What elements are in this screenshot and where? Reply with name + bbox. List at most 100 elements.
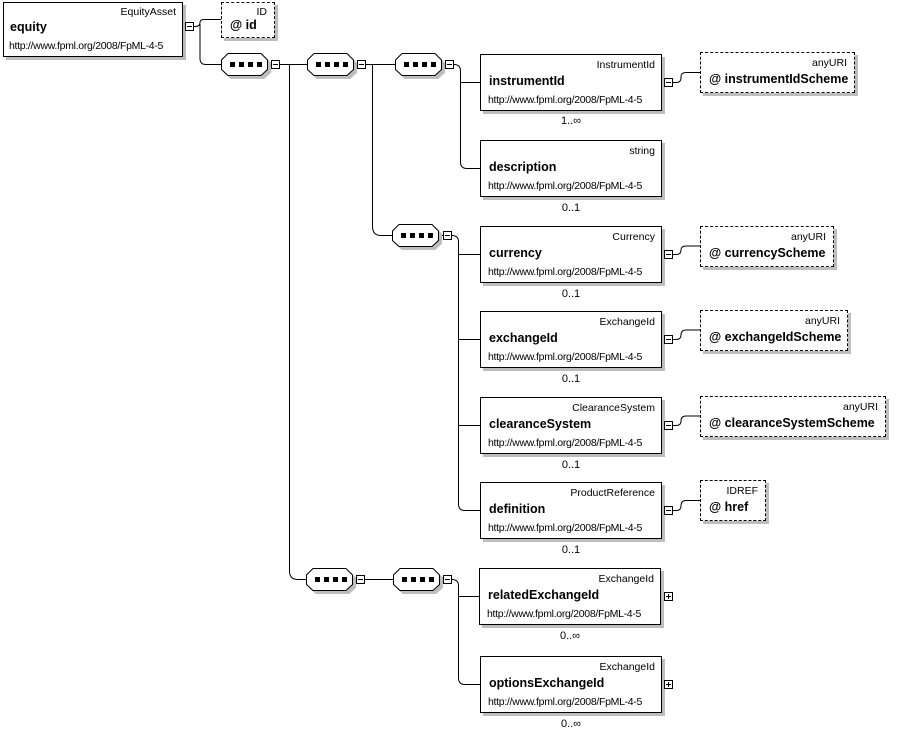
attribute-name: @ exchangeIdScheme <box>709 330 842 344</box>
cardinality-label: 1..∞ <box>560 115 582 127</box>
element-name: equity <box>10 20 47 34</box>
minus-icon <box>359 64 364 65</box>
minus-icon <box>666 425 671 426</box>
minus-icon <box>445 579 450 580</box>
element-namespace: http://www.fpml.org/2008/FpML-4-5 <box>488 180 643 192</box>
cardinality-label: 0..∞ <box>559 630 581 642</box>
sequence-icon <box>306 568 356 594</box>
cardinality-label: 0..1 <box>561 459 581 471</box>
minus-icon <box>445 235 450 236</box>
element-type-label: EquityAsset <box>120 6 176 18</box>
minus-icon <box>358 579 363 580</box>
element-type-label: ExchangeId <box>599 316 655 328</box>
sequence-compositor[interactable] <box>221 53 272 80</box>
collapse-toggle[interactable] <box>443 575 452 584</box>
element-name: exchangeId <box>489 331 558 345</box>
element-definition[interactable]: ProductReference definition http://www.f… <box>480 482 662 539</box>
element-type-label: string <box>629 145 655 157</box>
attribute-type-label: ID <box>256 6 268 18</box>
minus-icon <box>273 64 278 65</box>
collapse-toggle[interactable] <box>271 60 280 69</box>
element-description[interactable]: string description http://www.fpml.org/2… <box>480 140 662 197</box>
cardinality-label: 0..∞ <box>560 718 582 730</box>
collapse-toggle[interactable] <box>356 575 365 584</box>
attribute-type-label: IDREF <box>726 485 759 497</box>
element-name: optionsExchangeId <box>489 676 605 690</box>
attribute-name: @ instrumentIdScheme <box>709 72 849 86</box>
expand-toggle[interactable] <box>664 680 673 689</box>
element-name: description <box>489 160 557 174</box>
sequence-compositor[interactable] <box>392 224 443 251</box>
collapse-toggle[interactable] <box>443 231 452 240</box>
sequence-compositor[interactable] <box>393 568 444 595</box>
minus-icon <box>666 254 671 255</box>
attribute-instrumentIdScheme[interactable]: anyURI @ instrumentIdScheme <box>700 52 855 93</box>
cardinality-label: 0..1 <box>561 373 581 385</box>
element-type-label: ProductReference <box>570 487 655 499</box>
collapse-toggle[interactable] <box>664 250 673 259</box>
cardinality-label: 0..1 <box>561 202 581 214</box>
attribute-name: @ currencyScheme <box>709 246 826 260</box>
attribute-currencyScheme[interactable]: anyURI @ currencyScheme <box>700 226 834 267</box>
sequence-compositor[interactable] <box>306 568 357 595</box>
element-name: definition <box>489 502 546 516</box>
element-namespace: http://www.fpml.org/2008/FpML-4-5 <box>488 351 643 363</box>
attribute-name: @ clearanceSystemScheme <box>709 416 875 430</box>
attribute-name: @ href <box>709 500 749 514</box>
attribute-type-label: anyURI <box>811 57 847 69</box>
minus-icon <box>666 339 671 340</box>
element-namespace: http://www.fpml.org/2008/FpML-4-5 <box>488 437 643 449</box>
sequence-icon <box>221 53 271 79</box>
element-name: instrumentId <box>489 74 565 88</box>
attribute-exchangeIdScheme[interactable]: anyURI @ exchangeIdScheme <box>700 310 848 351</box>
collapse-toggle[interactable] <box>664 335 673 344</box>
attribute-id[interactable]: ID @ id <box>221 2 275 38</box>
collapse-toggle[interactable] <box>445 60 454 69</box>
element-name: currency <box>489 246 542 260</box>
element-name: clearanceSystem <box>489 417 592 431</box>
collapse-toggle[interactable] <box>664 506 673 515</box>
element-type-label: ClearanceSystem <box>572 402 655 414</box>
element-namespace: http://www.fpml.org/2008/FpML-4-5 <box>488 266 643 278</box>
element-type-label: ExchangeId <box>599 661 655 673</box>
sequence-icon <box>395 53 445 79</box>
element-namespace: http://www.fpml.org/2008/FpML-4-5 <box>488 522 643 534</box>
element-instrumentId[interactable]: InstrumentId instrumentId http://www.fpm… <box>480 54 662 111</box>
sequence-icon <box>307 53 357 79</box>
collapse-toggle-equity[interactable] <box>185 22 194 31</box>
minus-icon <box>666 82 671 83</box>
attribute-type-label: anyURI <box>842 401 878 413</box>
element-clearanceSystem[interactable]: ClearanceSystem clearanceSystem http://w… <box>480 397 662 454</box>
element-equity[interactable]: EquityAsset equity http://www.fpml.org/2… <box>3 2 183 57</box>
sequence-icon <box>392 224 442 250</box>
element-type-label: InstrumentId <box>596 59 655 71</box>
element-namespace: http://www.fpml.org/2008/FpML-4-5 <box>488 94 643 106</box>
cardinality-label: 0..1 <box>561 288 581 300</box>
sequence-compositor[interactable] <box>395 53 446 80</box>
attribute-clearanceSystemScheme[interactable]: anyURI @ clearanceSystemScheme <box>700 396 886 437</box>
element-namespace: http://www.fpml.org/2008/FpML-4-5 <box>488 696 643 708</box>
cardinality-label: 0..1 <box>561 544 581 556</box>
attribute-name: @ id <box>230 18 257 32</box>
element-optionsExchangeId[interactable]: ExchangeId optionsExchangeId http://www.… <box>480 656 662 713</box>
collapse-toggle[interactable] <box>664 78 673 87</box>
element-relatedExchangeId[interactable]: ExchangeId relatedExchangeId http://www.… <box>479 568 661 625</box>
collapse-toggle[interactable] <box>357 60 366 69</box>
element-name: relatedExchangeId <box>488 588 600 602</box>
element-type-label: ExchangeId <box>598 573 654 585</box>
element-namespace: http://www.fpml.org/2008/FpML-4-5 <box>487 608 642 620</box>
element-currency[interactable]: Currency currency http://www.fpml.org/20… <box>480 226 662 283</box>
sequence-compositor[interactable] <box>307 53 358 80</box>
element-exchangeId[interactable]: ExchangeId exchangeId http://www.fpml.or… <box>480 311 662 368</box>
minus-icon <box>447 64 452 65</box>
sequence-icon <box>393 568 443 594</box>
attribute-type-label: anyURI <box>804 315 840 327</box>
collapse-toggle[interactable] <box>664 421 673 430</box>
element-namespace: http://www.fpml.org/2008/FpML-4-5 <box>9 40 164 52</box>
minus-icon <box>666 510 671 511</box>
attribute-href[interactable]: IDREF @ href <box>700 480 766 521</box>
attribute-type-label: anyURI <box>790 231 826 243</box>
minus-icon <box>187 26 192 27</box>
expand-toggle[interactable] <box>664 592 673 601</box>
